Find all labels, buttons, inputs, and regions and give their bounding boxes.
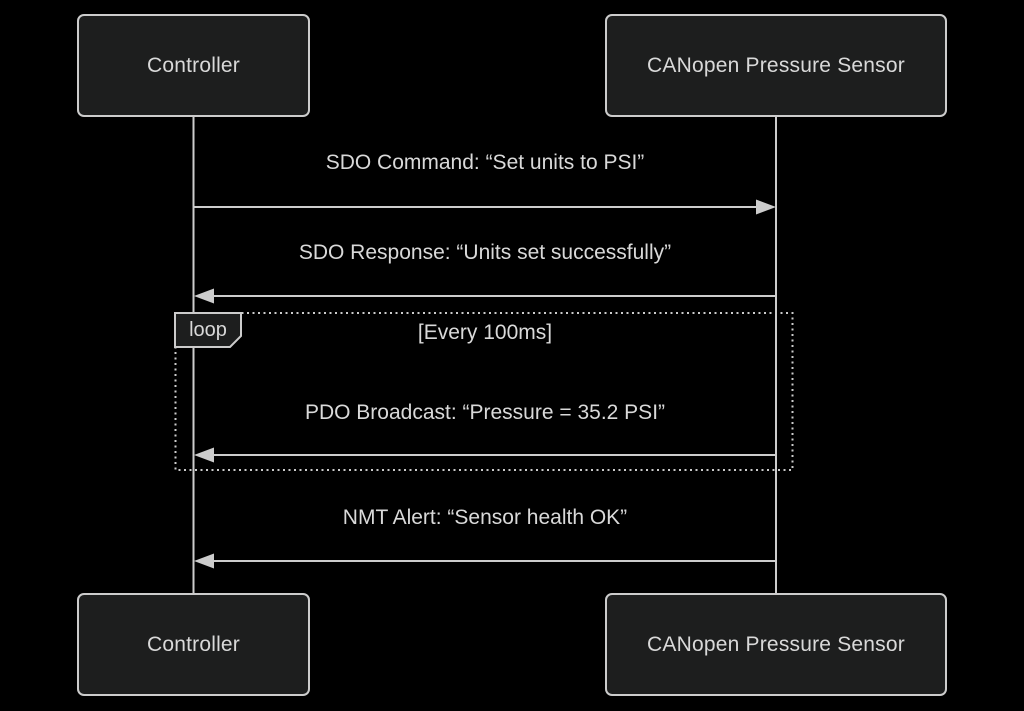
loop-frame (174, 312, 794, 471)
arrowhead-right-sdo-command (756, 199, 776, 215)
arrowhead-left-pdo-broadcast (194, 447, 214, 463)
message-label-pdo-broadcast: PDO Broadcast: “Pressure = 35.2 PSI” (304, 401, 666, 424)
actor-sensor-top-label: CANopen Pressure Sensor (647, 53, 905, 77)
message-label-nmt-alert: NMT Alert: “Sensor health OK” (342, 506, 628, 529)
actor-sensor-bottom-label: CANopen Pressure Sensor (647, 632, 905, 656)
actor-sensor-top: CANopen Pressure Sensor (605, 14, 947, 117)
actor-sensor-bottom: CANopen Pressure Sensor (605, 593, 947, 696)
actor-controller-top: Controller (77, 14, 310, 117)
actor-controller-top-label: Controller (146, 53, 241, 77)
message-label-sdo-response: SDO Response: “Units set successfully” (298, 241, 672, 264)
message-label-sdo-command: SDO Command: “Set units to PSI” (325, 151, 645, 174)
loop-operator-label: loop (189, 318, 227, 341)
arrowhead-left-nmt-alert (194, 553, 214, 569)
arrowhead-left-sdo-response (194, 288, 214, 304)
actor-controller-bottom-label: Controller (146, 632, 241, 656)
actor-controller-bottom: Controller (77, 593, 310, 696)
loop-condition-label: [Every 100ms] (417, 321, 553, 344)
loop-label-box (174, 312, 242, 348)
